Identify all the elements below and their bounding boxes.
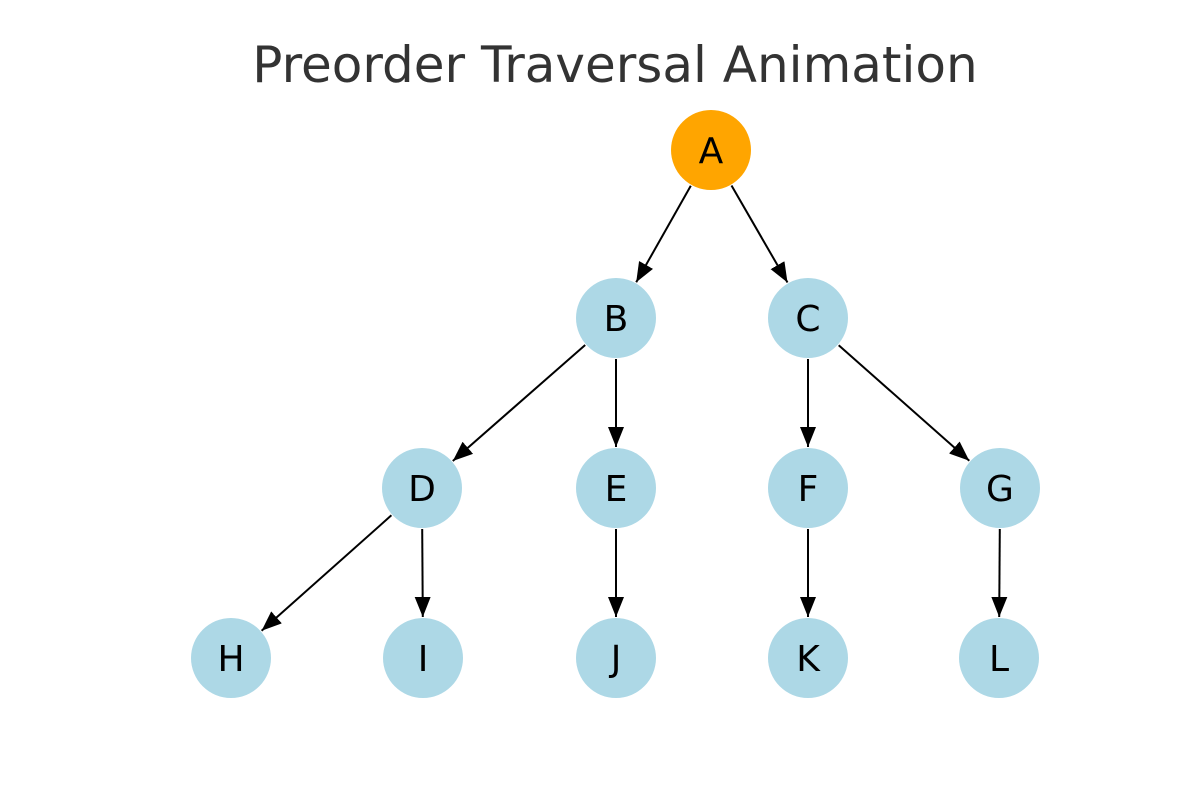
tree-node-F: F bbox=[768, 448, 848, 528]
tree-node-L: L bbox=[959, 618, 1039, 698]
tree-edge-B-D bbox=[452, 344, 586, 462]
tree-node-E: E bbox=[576, 448, 656, 528]
tree-node-C: C bbox=[768, 278, 848, 358]
tree-edge-A-B bbox=[635, 185, 692, 283]
node-circle-F bbox=[768, 448, 848, 528]
tree-node-K: K bbox=[768, 618, 848, 698]
figure-title: Preorder Traversal Animation bbox=[252, 36, 977, 94]
tree-node-A: A bbox=[671, 110, 751, 190]
node-circle-G bbox=[960, 448, 1040, 528]
tree-edge-C-G bbox=[838, 344, 970, 462]
tree-node-J: J bbox=[576, 618, 656, 698]
node-circle-L bbox=[959, 618, 1039, 698]
edge-layer bbox=[260, 185, 1008, 632]
tree-node-I: I bbox=[383, 618, 463, 698]
tree-edge-D-H bbox=[260, 514, 393, 632]
node-circle-K bbox=[768, 618, 848, 698]
node-circle-H bbox=[191, 618, 271, 698]
node-circle-D bbox=[382, 448, 462, 528]
tree-edge-A-C bbox=[730, 185, 789, 283]
node-circle-E bbox=[576, 448, 656, 528]
tree-node-B: B bbox=[576, 278, 656, 358]
tree-edge-G-L bbox=[991, 528, 1008, 618]
tree-node-D: D bbox=[382, 448, 462, 528]
node-circle-C bbox=[768, 278, 848, 358]
node-circle-I bbox=[383, 618, 463, 698]
tree-node-H: H bbox=[191, 618, 271, 698]
node-circle-B bbox=[576, 278, 656, 358]
node-circle-A bbox=[671, 110, 751, 190]
tree-edge-D-I bbox=[414, 528, 431, 618]
node-circle-J bbox=[576, 618, 656, 698]
tree-node-G: G bbox=[960, 448, 1040, 528]
